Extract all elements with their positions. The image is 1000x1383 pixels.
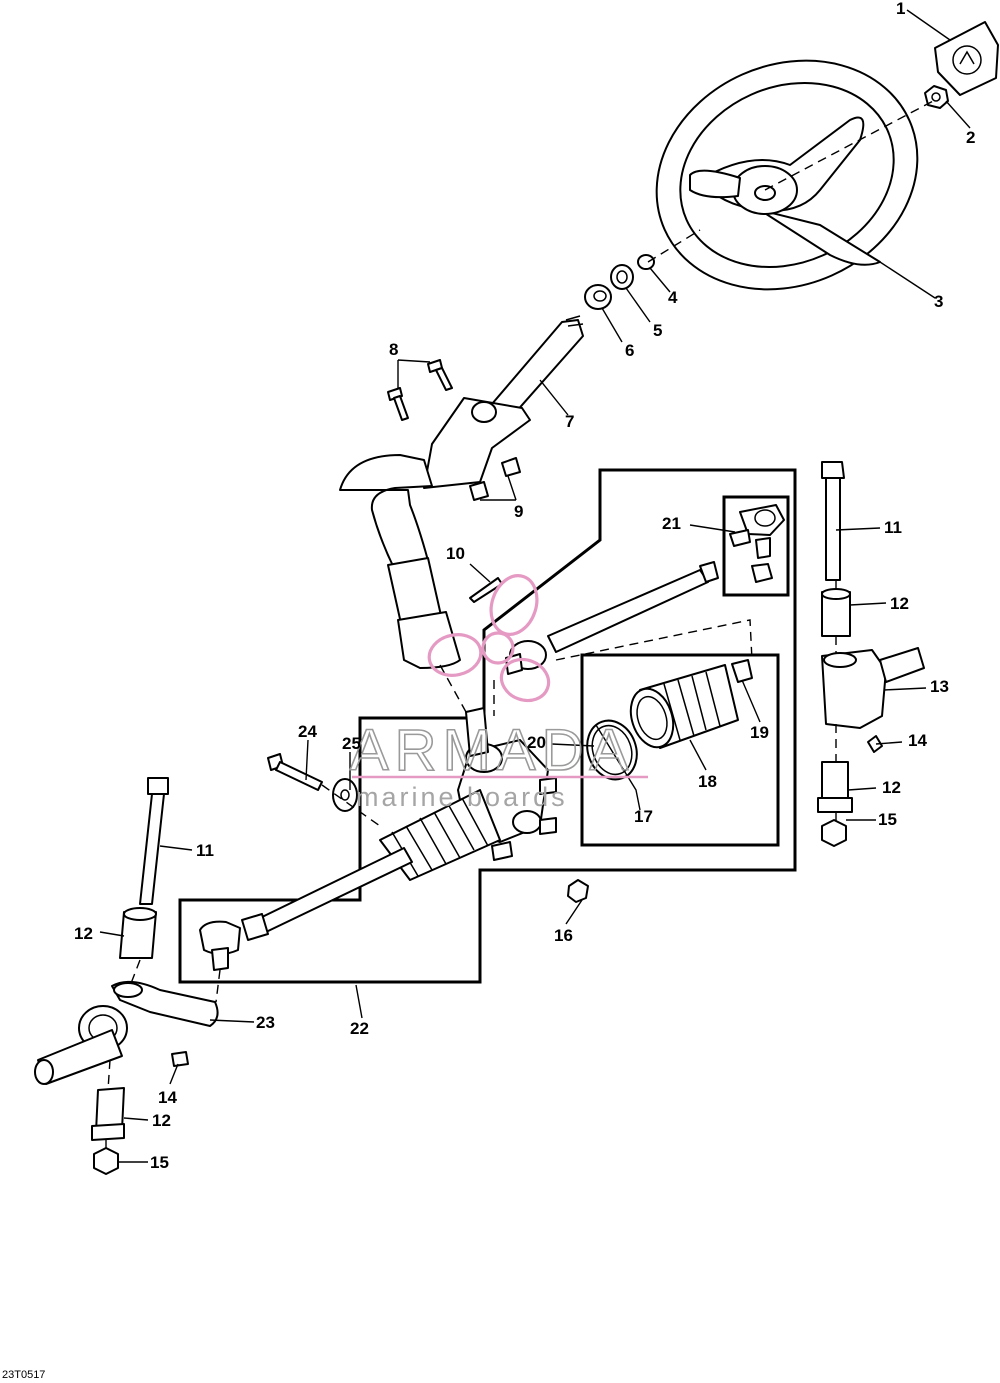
callout-14-right: 14 [908, 731, 927, 750]
callout-6: 6 [625, 341, 634, 360]
callout-15-left: 15 [150, 1153, 169, 1172]
callout-5: 5 [653, 321, 662, 340]
assembly-frames [178, 468, 797, 984]
callout-21: 21 [662, 514, 681, 533]
watermark-subtitle: marine boards [356, 782, 568, 812]
steering-gear [199, 707, 557, 971]
callout-24: 24 [298, 722, 317, 741]
right-spindle-stack [817, 461, 925, 847]
watermark-title: ARMADA [350, 718, 634, 783]
nut [924, 85, 949, 109]
cap-screw [267, 753, 323, 791]
callout-3: 3 [934, 292, 943, 311]
callout-25: 25 [342, 734, 361, 753]
callout-8: 8 [389, 340, 398, 359]
leader-lines [99, 9, 971, 1163]
callout-23: 23 [256, 1013, 275, 1032]
callout-12-right-top: 12 [890, 594, 909, 613]
callout-19: 19 [750, 723, 769, 742]
clip-nut [469, 457, 521, 501]
callout-labels: 1 2 3 4 5 6 7 8 9 10 11 12 13 14 12 15 1… [74, 0, 975, 1172]
armada-logo [427, 574, 551, 703]
steering-column [339, 315, 584, 669]
drawing-code: 23T0517 [2, 1369, 45, 1381]
callout-17: 17 [634, 807, 653, 826]
callout-12-right-bottom: 12 [882, 778, 901, 797]
callout-4: 4 [668, 288, 678, 307]
tie-rod-end-kit [729, 504, 785, 583]
left-spindle-stack [34, 777, 219, 1175]
callout-22: 22 [350, 1019, 369, 1038]
lock-nut-small [567, 879, 589, 903]
gear-assembly-frame [178, 468, 797, 984]
callout-10: 10 [446, 544, 465, 563]
bushing [584, 284, 612, 310]
callout-9: 9 [514, 502, 523, 521]
callout-12-left-bottom: 12 [152, 1111, 171, 1130]
boot-kit-frame [580, 653, 780, 847]
callout-16: 16 [554, 926, 573, 945]
spring-clip [637, 254, 655, 270]
callout-14-left: 14 [158, 1088, 177, 1107]
callout-1: 1 [896, 0, 905, 18]
washer [610, 264, 634, 290]
washer-large [332, 778, 358, 812]
tie-rod-end-frame [722, 495, 790, 597]
callout-2: 2 [966, 128, 975, 147]
armada-watermark: ARMADA marine boards [349, 574, 648, 812]
tie-rod-right [505, 561, 719, 675]
callout-20: 20 [527, 733, 546, 752]
callout-11-right: 11 [884, 518, 902, 537]
callout-12-left-top: 12 [74, 924, 93, 943]
callout-11-left: 11 [196, 841, 214, 860]
callout-18: 18 [698, 772, 717, 791]
callout-15-right: 15 [878, 810, 897, 829]
callout-13: 13 [930, 677, 949, 696]
steering-wheel [655, 59, 919, 291]
steering-wheel-cap [934, 21, 999, 96]
callout-7: 7 [565, 412, 574, 431]
bolt [387, 359, 453, 421]
